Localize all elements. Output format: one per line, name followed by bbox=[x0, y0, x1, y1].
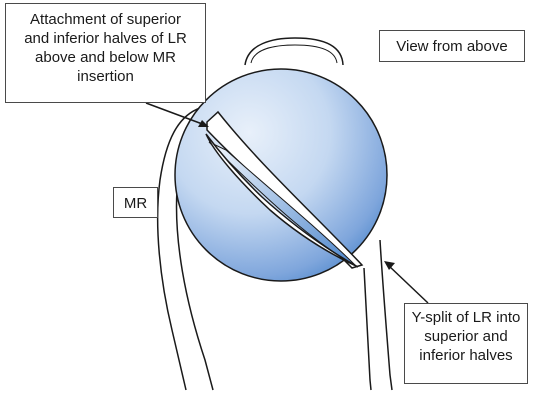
ysplit-label-box: Y-split of LR into superior and inferior… bbox=[404, 303, 528, 384]
ysplit-arrowhead bbox=[384, 261, 395, 270]
view-label-text: View from above bbox=[380, 37, 524, 56]
view-from-above-label: View from above bbox=[379, 30, 525, 62]
ysplit-label-line-2: superior and bbox=[405, 327, 527, 346]
attachment-label-line-4: insertion bbox=[6, 67, 205, 86]
ysplit-arrow-line bbox=[388, 265, 428, 303]
attachment-label-line-1: Attachment of superior bbox=[6, 10, 205, 29]
mr-label: MR bbox=[113, 187, 158, 218]
mr-label-text: MR bbox=[114, 194, 157, 213]
attachment-label-line-3: above and below MR bbox=[6, 48, 205, 67]
lateral-rectus-inner-line bbox=[364, 268, 371, 390]
attachment-label-line-2: and inferior halves of LR bbox=[6, 29, 205, 48]
eyeball-globe bbox=[175, 69, 387, 281]
attachment-label-box: Attachment of superior and inferior halv… bbox=[5, 3, 206, 103]
ysplit-label-line-1: Y-split of LR into bbox=[405, 308, 527, 327]
ysplit-label-line-3: inferior halves bbox=[405, 346, 527, 365]
